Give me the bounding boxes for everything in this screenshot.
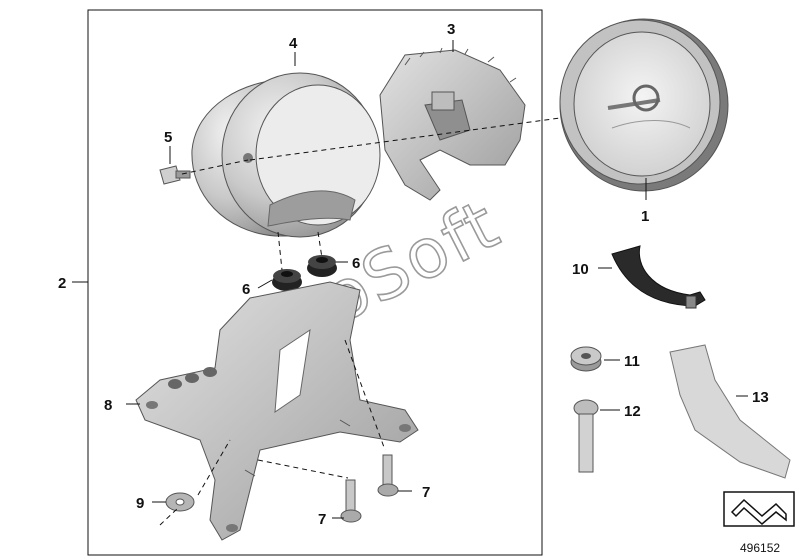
mounting-bracket-part [135, 281, 419, 541]
callout-8: 8 [104, 397, 112, 414]
bushing-part-11 [570, 346, 602, 372]
callout-7-lower: 7 [318, 511, 326, 528]
callout-13: 13 [752, 389, 769, 406]
callout-1: 1 [641, 208, 649, 225]
callout-numbers: 1 2 3 4 5 6 6 7 7 8 9 10 11 12 13 [58, 21, 769, 528]
assembly-axis-lines [159, 117, 561, 526]
callout-9: 9 [136, 495, 144, 512]
inner-holder-part [379, 47, 526, 201]
document-number: 496152 [740, 541, 780, 555]
callout-5: 5 [164, 129, 172, 146]
callout-3: 3 [447, 21, 455, 38]
instrument-housing-part [191, 72, 381, 238]
rubber-grommet-part-6-right [307, 255, 337, 277]
bolt-part-7-lower [340, 479, 362, 523]
callout-2: 2 [58, 275, 66, 292]
washer-part-9 [165, 492, 195, 512]
pad-part-13 [669, 344, 791, 479]
rubber-grommet-part-6-left [272, 269, 302, 291]
instrument-cluster-part [559, 18, 729, 192]
screw-part-5 [159, 165, 191, 185]
callout-11: 11 [624, 353, 640, 370]
callout-6-right: 6 [352, 255, 360, 272]
clamp-part-10 [611, 245, 706, 309]
leader-lines [72, 40, 748, 519]
callout-10: 10 [572, 261, 589, 278]
bolt-part-12 [573, 399, 599, 473]
callout-7-upper: 7 [422, 484, 430, 501]
reference-symbol [723, 491, 795, 527]
callout-12: 12 [624, 403, 641, 420]
callout-4: 4 [289, 35, 298, 52]
bolt-part-7-upper [377, 454, 399, 497]
callout-6-left: 6 [242, 281, 250, 298]
